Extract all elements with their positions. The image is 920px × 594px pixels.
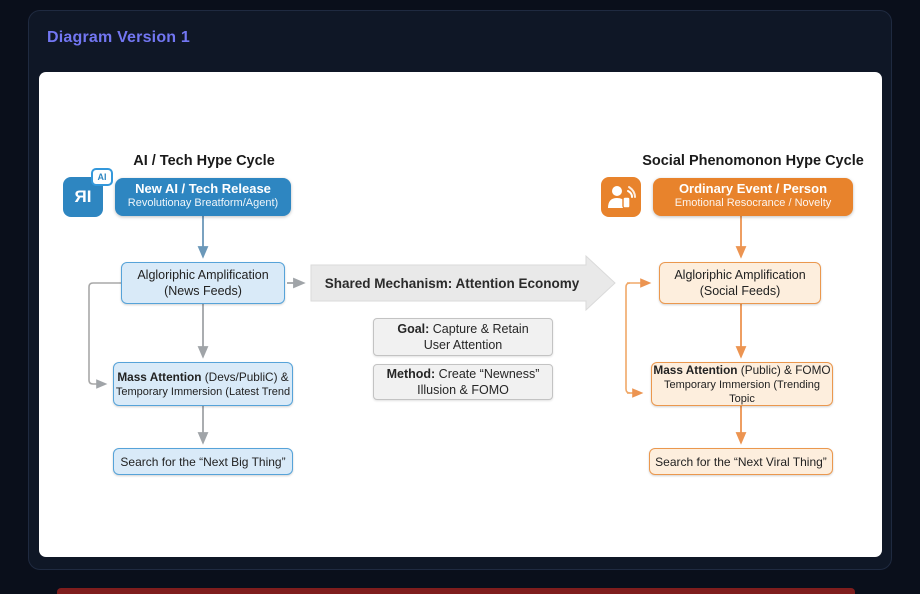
ai-badge-text: AI — [97, 172, 107, 182]
flow-arrows — [88, 216, 747, 445]
right-next-viral-thing-text: Search for the “Next Viral Thing” — [655, 454, 827, 469]
left-mass-attention-bold: Mass Attention — [117, 369, 202, 384]
left-box-amplification: Algloriphic Amplification (News Feeds) — [121, 262, 285, 304]
method-text: Create “Newness” — [435, 367, 540, 381]
goal-line2: User Attention — [423, 338, 503, 352]
left-amplification-line2: (News Feeds) — [164, 284, 242, 298]
left-mass-attention-line1: Mass Attention (Devs/PubliC) & — [114, 370, 292, 385]
goal-line1: Goal: Capture & Retain — [374, 321, 552, 337]
left-next-big-thing-text: Search for the “Next Big Thing” — [120, 454, 286, 469]
diagram-card: Diagram Version 1 — [28, 10, 892, 570]
right-amplification-line1: Algloriphic Amplification — [674, 268, 806, 282]
right-box-next-viral-thing: Search for the “Next Viral Thing” — [649, 448, 833, 475]
person-phone-icon — [601, 177, 641, 217]
method-line1: Method: Create “Newness” — [374, 366, 552, 382]
goal-box: Goal: Capture & Retain User Attention — [373, 318, 553, 356]
bottom-red-strip — [57, 588, 855, 594]
right-box-mass-attention: Mass Attention (Public) & FOMO Temporary… — [651, 362, 833, 406]
shared-mechanism-arrow — [310, 254, 616, 312]
right-box-event-title: Ordinary Event / Person — [678, 181, 828, 196]
left-box-release-subtitle: Revolutionay Breatform/Agent) — [127, 197, 279, 209]
left-mass-attention-rest: (Devs/PubliC) & — [201, 369, 289, 384]
right-mass-attention-bold: Mass Attention — [653, 362, 738, 377]
right-column-title: Social Phenomonon Hype Cycle — [642, 153, 864, 169]
ai-chip-icon-text: ЯI — [74, 187, 92, 206]
method-line2: Illusion & FOMO — [417, 383, 509, 397]
goal-label: Goal: — [397, 322, 430, 336]
right-mass-attention-rest: (Public) & FOMO — [737, 362, 831, 377]
right-box-amplification: Algloriphic Amplification (Social Feeds) — [659, 262, 821, 304]
left-box-release: New AI / Tech Release Revolutionay Breat… — [115, 178, 291, 216]
left-box-mass-attention: Mass Attention (Devs/PubliC) & Temporary… — [113, 362, 293, 406]
right-box-event: Ordinary Event / Person Emotional Resocr… — [653, 178, 853, 216]
right-amplification-line2: (Social Feeds) — [699, 284, 781, 298]
goal-text: Capture & Retain — [429, 322, 529, 336]
diagram-panel: AI / Tech Hype Cycle ЯI AI New AI / Tech… — [39, 72, 882, 557]
left-box-next-big-thing: Search for the “Next Big Thing” — [113, 448, 293, 475]
method-box: Method: Create “Newness” Illusion & FOMO — [373, 364, 553, 400]
method-label: Method: — [386, 367, 436, 381]
card-title: Diagram Version 1 — [47, 29, 191, 46]
ai-speech-badge-icon: AI — [91, 168, 113, 186]
person-phone-glyph — [608, 186, 636, 209]
right-box-event-subtitle: Emotional Resocrance / Novelty — [674, 197, 832, 209]
right-mass-attention-line1: Mass Attention (Public) & FOMO — [652, 363, 832, 378]
shared-mechanism-label: Shared Mechanism: Attention Economy — [324, 276, 580, 291]
left-column-title: AI / Tech Hype Cycle — [133, 153, 275, 169]
left-amplification-line1: Algloriphic Amplification — [137, 268, 269, 282]
left-box-release-title: New AI / Tech Release — [135, 181, 271, 196]
right-mass-attention-line2: Temporary Immersion (Trending Topic — [663, 378, 821, 405]
left-mass-attention-line2: Temporary Immersion (Latest Trend — [115, 385, 291, 398]
